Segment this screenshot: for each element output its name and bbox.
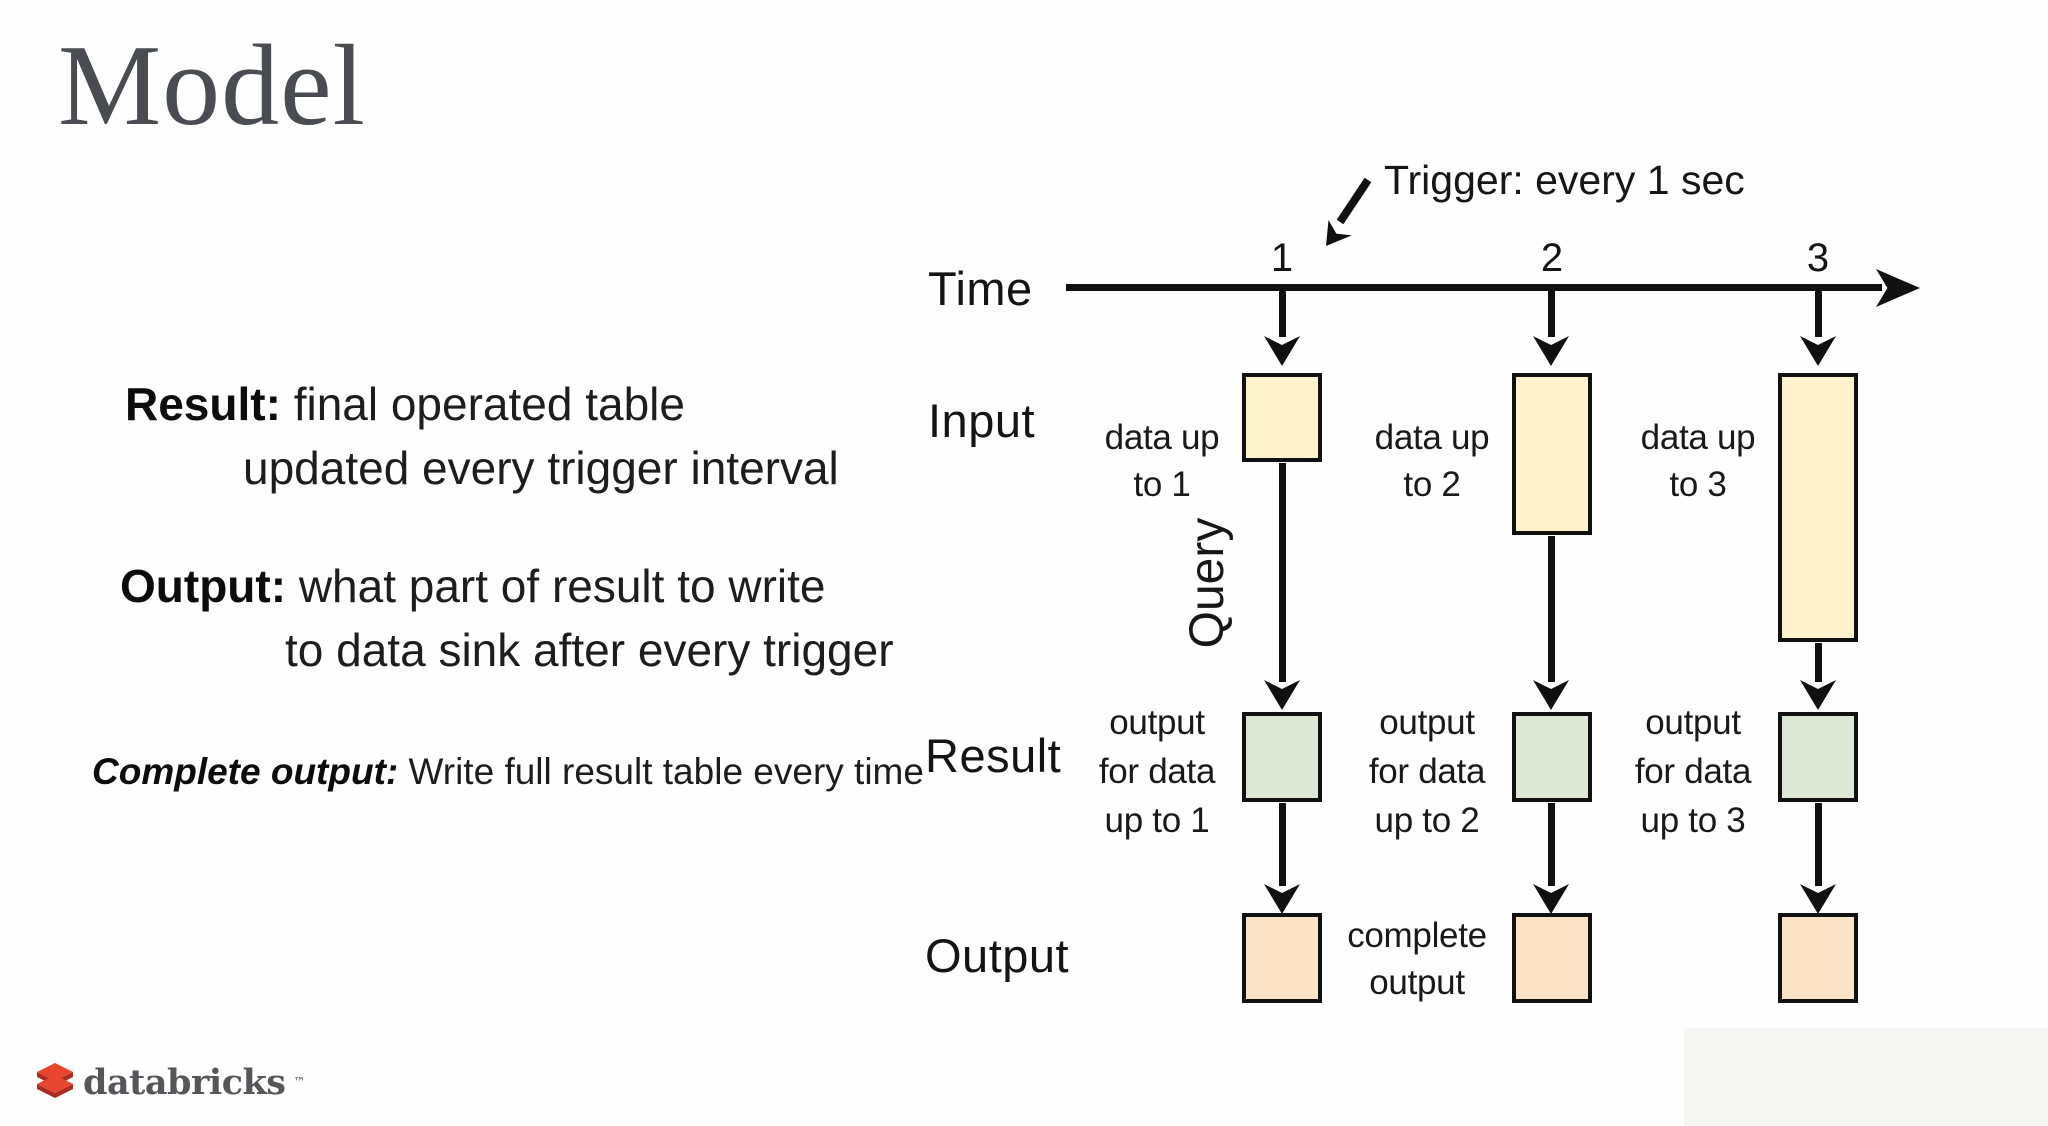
- databricks-logo: databricks ™: [35, 1060, 305, 1104]
- row-label-output: Output: [925, 929, 1070, 982]
- input-box-3: [1778, 373, 1858, 642]
- result-definition-line1: Result: final operated table: [125, 380, 685, 428]
- tick-arrowhead-1-icon: [1264, 336, 1300, 366]
- result-note-1: output for data up to 1: [1098, 703, 1216, 840]
- input-note-1: data up to 1: [1104, 418, 1220, 504]
- tick-arrowhead-2-icon: [1533, 336, 1569, 366]
- timeline-tick-label-2: 2: [1540, 236, 1564, 280]
- output-arrow-shaft-2: [1548, 803, 1555, 886]
- input-note-3: data up to 3: [1640, 418, 1756, 504]
- result-label: Result:: [125, 378, 281, 430]
- query-arrowhead-1-icon: [1264, 680, 1300, 710]
- timeline-line: [1066, 284, 1882, 291]
- trademark-symbol: ™: [293, 1075, 306, 1089]
- tick-stub-2: [1548, 291, 1555, 337]
- output-definition-line2: to data sink after every trigger: [285, 624, 894, 676]
- row-label-input: Input: [928, 394, 1036, 447]
- tick-stub-1: [1279, 291, 1286, 337]
- complete-output-note: complete output: [1347, 916, 1487, 1002]
- output-arrow-shaft-3: [1815, 803, 1822, 886]
- output-definition-line1: Output: what part of result to write: [120, 562, 825, 610]
- output-box-3: [1778, 913, 1858, 1003]
- complete-output-text: Write full result table every time: [408, 751, 924, 792]
- corner-shade: [1684, 1028, 2048, 1126]
- output-arrowhead-2-icon: [1533, 884, 1569, 914]
- output-arrowhead-3-icon: [1800, 884, 1836, 914]
- row-label-time: Time: [928, 262, 1033, 315]
- tick-arrowhead-3-icon: [1800, 336, 1836, 366]
- databricks-logo-icon: [37, 1063, 73, 1098]
- query-arrowhead-3-icon: [1800, 680, 1836, 710]
- timeline-arrowhead-icon: [1876, 269, 1920, 307]
- slide-title: Model: [58, 22, 366, 150]
- result-box-3: [1778, 712, 1858, 802]
- output-arrow-shaft-1: [1279, 803, 1286, 886]
- tick-stub-3: [1815, 291, 1822, 337]
- result-text1: final operated table: [293, 378, 685, 430]
- complete-output-label: Complete output:: [92, 751, 399, 792]
- timeline-tick-label-3: 3: [1806, 236, 1830, 280]
- complete-output-definition: Complete output: Write full result table…: [92, 751, 924, 792]
- result-definition-line2: updated every trigger interval: [243, 442, 839, 494]
- query-arrow-shaft-3: [1815, 643, 1822, 682]
- databricks-wordmark: databricks: [83, 1061, 286, 1103]
- row-label-result: Result: [925, 729, 1062, 782]
- output-text1: what part of result to write: [298, 560, 826, 612]
- output-arrowhead-1-icon: [1264, 884, 1300, 914]
- input-note-2: data up to 2: [1374, 418, 1490, 504]
- query-arrow-shaft-1: [1279, 463, 1286, 682]
- output-box-1: [1242, 913, 1322, 1003]
- query-arrowhead-2-icon: [1533, 680, 1569, 710]
- trigger-arrow-icon: [1326, 177, 1372, 246]
- result-box-2: [1512, 712, 1592, 802]
- query-label: Query: [1181, 517, 1234, 649]
- output-box-2: [1512, 913, 1592, 1003]
- timeline-tick-label-1: 1: [1270, 236, 1294, 280]
- result-note-2: output for data up to 2: [1368, 703, 1486, 840]
- result-box-1: [1242, 712, 1322, 802]
- query-arrow-shaft-2: [1548, 536, 1555, 682]
- output-label: Output:: [120, 560, 287, 612]
- input-box-1: [1242, 373, 1322, 462]
- trigger-note: Trigger: every 1 sec: [1384, 157, 1745, 203]
- input-box-2: [1512, 373, 1592, 535]
- result-note-3: output for data up to 3: [1634, 703, 1752, 840]
